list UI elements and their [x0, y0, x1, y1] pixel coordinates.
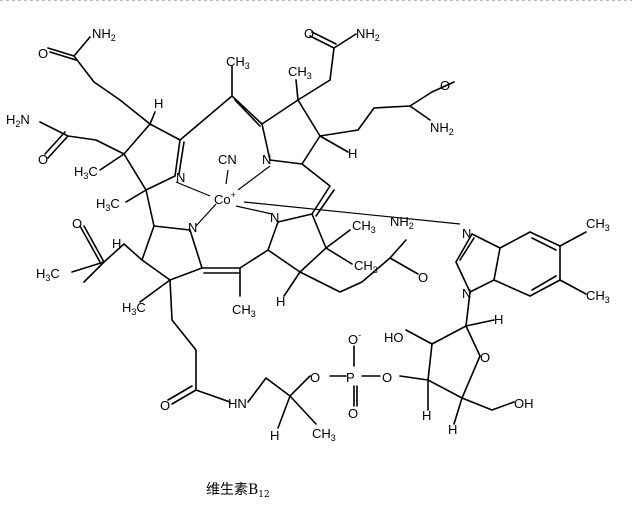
atom-nh2: NH2 — [430, 120, 454, 137]
coordination-bonds — [175, 165, 461, 227]
atom-h3c: H3C — [36, 266, 60, 283]
atom-h3c: H3C — [74, 164, 98, 181]
atom-n: N — [462, 226, 471, 241]
atom-co: Co+ — [214, 190, 236, 207]
molecule-bonds — [39, 31, 587, 429]
atom-n: N — [262, 152, 271, 167]
atom-n: N — [176, 170, 185, 185]
atom-o-minus: O- — [348, 330, 361, 347]
atom-labels: NH2 O H H2N O H3C H3C N CH3 CH3 O NH2 H … — [6, 26, 610, 443]
atom-o: O — [382, 370, 392, 385]
atom-p: P — [346, 370, 355, 385]
atom-ho: HO — [384, 330, 404, 345]
atom-n: N — [462, 286, 471, 301]
top-dotted-rule — [0, 0, 632, 3]
atom-n: N — [270, 210, 279, 225]
caption-main: 维生素B — [206, 482, 258, 498]
atom-h3c: H3C — [96, 196, 120, 213]
atom-o: O — [304, 26, 314, 41]
atom-o: O — [440, 78, 450, 93]
atom-h: H — [270, 428, 279, 443]
atom-h: H — [112, 236, 121, 251]
atom-o: O — [38, 152, 48, 167]
caption-subscript: 12 — [258, 490, 269, 500]
atom-h3c: H3C — [122, 300, 146, 317]
caption: 维生素B12 — [206, 482, 270, 500]
atom-o: O — [418, 270, 428, 285]
atom-ch3: CH3 — [586, 288, 610, 305]
atom-h: H — [276, 294, 285, 309]
atom-h: H — [422, 408, 431, 423]
atom-nh2: NH2 — [390, 214, 414, 231]
atom-cn: CN — [218, 152, 237, 167]
atom-n: N — [188, 220, 197, 235]
atom-o: O — [38, 46, 48, 61]
atom-ch3: CH3 — [226, 54, 250, 71]
atom-o: O — [72, 216, 82, 231]
atom-ch3: CH3 — [232, 302, 256, 319]
atom-ch3: CH3 — [586, 216, 610, 233]
atom-oh: OH — [514, 396, 534, 411]
atom-h: H — [154, 96, 163, 111]
atom-ch3: CH3 — [354, 258, 378, 275]
atom-ch3: CH3 — [352, 218, 376, 235]
atom-h2n: H2N — [6, 112, 30, 129]
atom-o: O — [480, 350, 490, 365]
atom-ch3: CH3 — [312, 426, 336, 443]
atom-o: O — [348, 406, 358, 421]
atom-o: O — [160, 398, 170, 413]
atom-nh2: NH2 — [356, 26, 380, 43]
atom-h: H — [448, 422, 457, 437]
atom-nh2: NH2 — [92, 26, 116, 43]
atom-h: H — [494, 312, 503, 327]
atom-h: H — [348, 146, 357, 161]
atom-hn: HN — [228, 396, 247, 411]
atom-ch3: CH3 — [288, 64, 312, 81]
atom-o: O — [310, 370, 320, 385]
